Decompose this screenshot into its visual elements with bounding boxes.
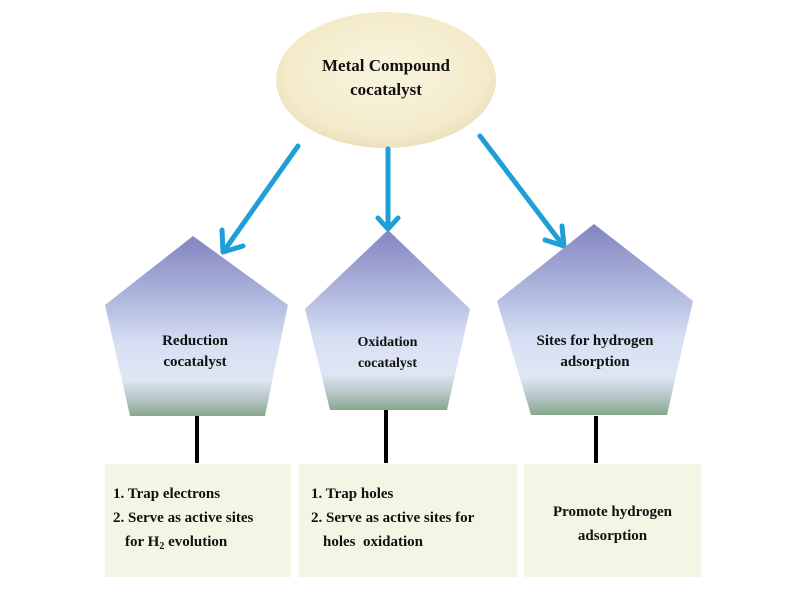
hydrogen-adsorption-label: Sites for hydrogen adsorption <box>510 331 680 373</box>
hydrogen-function-line2: adsorption <box>577 528 648 544</box>
oxidation-function-2-cont: holes oxidation <box>323 534 424 550</box>
hydrogen-function-line1: Promote hydrogen <box>552 504 673 520</box>
oxidation-cocatalyst-label: Oxidation cocatalyst <box>315 332 460 374</box>
hydrogen-label-line2: adsorption <box>560 354 630 370</box>
oxidation-label-line1: Oxidation <box>357 335 418 350</box>
reduction-function-2: 2. Serve as active sites <box>113 510 254 526</box>
reduction-functions-list: 1. Trap electrons 2. Serve as active sit… <box>113 482 253 554</box>
oxidation-functions-box <box>299 464 517 577</box>
reduction-function-3-suffix: evolution <box>164 534 228 550</box>
oxidation-functions-list: 1. Trap holes 2. Serve as active sites f… <box>311 482 474 554</box>
oxidation-function-1: 1. Trap holes <box>311 486 394 502</box>
arrow-to-oxidation <box>375 146 401 232</box>
reduction-cocatalyst-label: Reduction cocatalyst <box>120 331 270 373</box>
root-label-line1: Metal Compound <box>322 56 450 75</box>
reduction-function-1: 1. Trap electrons <box>113 486 221 502</box>
oxidation-label-line2: cocatalyst <box>357 356 418 371</box>
reduction-label-line1: Reduction <box>162 333 228 349</box>
arrow-to-hydrogen-adsorption <box>477 133 567 249</box>
root-label-line2: cocatalyst <box>350 80 422 99</box>
oxidation-function-2: 2. Serve as active sites for <box>311 510 475 526</box>
root-node-ellipse <box>276 12 496 148</box>
arrow-to-reduction <box>219 143 301 255</box>
hydrogen-adsorption-functions-box <box>524 464 701 577</box>
reduction-pentagon <box>105 236 288 416</box>
reduction-function-3-prefix: for H <box>125 534 160 550</box>
hydrogen-adsorption-pentagon <box>497 224 693 415</box>
reduction-functions-box <box>105 464 291 577</box>
h2-subscript: 2 <box>159 541 165 552</box>
hydrogen-adsorption-functions-list: Promote hydrogen adsorption <box>524 500 701 548</box>
oxidation-pentagon <box>305 230 470 410</box>
reduction-function-2-cont: for H2 evolution <box>113 530 253 554</box>
hydrogen-label-line1: Sites for hydrogen <box>536 333 654 349</box>
root-node-label: Metal Compound cocatalyst <box>296 54 476 102</box>
reduction-label-line2: cocatalyst <box>163 354 227 370</box>
